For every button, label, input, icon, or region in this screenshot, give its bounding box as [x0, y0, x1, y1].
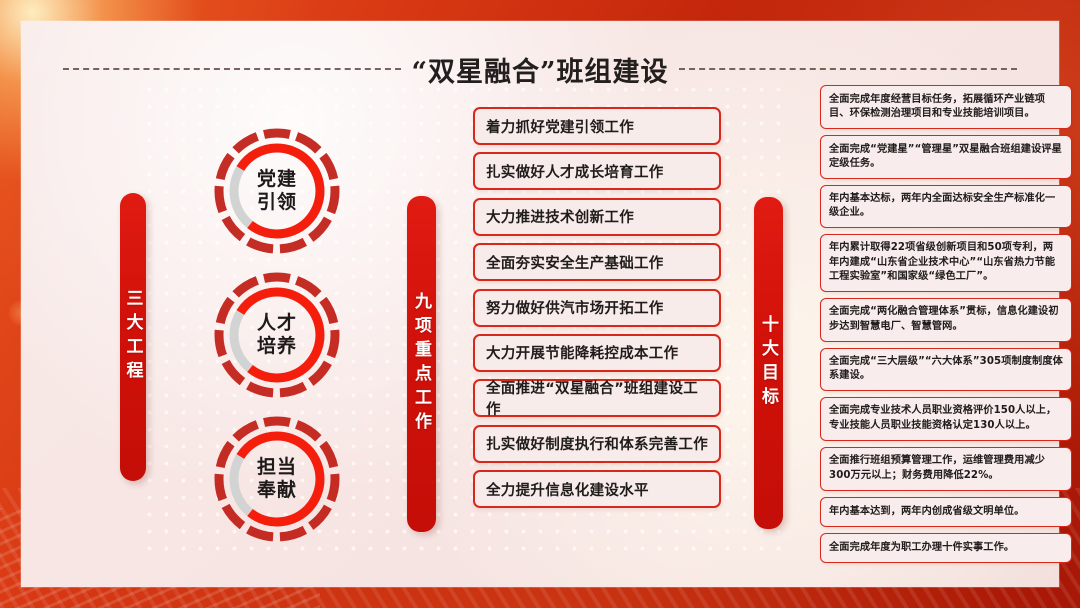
- goal-card[interactable]: 全面完成年度为职工办理十件实事工作。: [820, 532, 1072, 563]
- circle-duty-dedication: 担当 奉献: [213, 415, 341, 543]
- task-label: 全面夯实安全生产基础工作: [486, 255, 664, 272]
- circle-talent-cultivation: 人才 培养: [213, 271, 341, 399]
- goal-card[interactable]: 年内基本达标，两年内全面达标安全生产标准化一级企业。: [820, 185, 1072, 228]
- task-card[interactable]: 大力开展节能降耗控成本工作: [473, 333, 721, 372]
- goal-card[interactable]: 全面完成“三大层级”“六大体系”305项制度制度体系建设。: [820, 347, 1072, 391]
- task-card[interactable]: 全面夯实安全生产基础工作: [473, 243, 721, 282]
- task-card[interactable]: 全面推进“双星融合”班组建设工作: [473, 379, 721, 419]
- circle-duty-dedication-line1: 担当: [256, 456, 297, 479]
- goal-label: 全面完成“两化融合管理体系”贯标，信息化建设初步达到智慧电厂、智慧管网。: [829, 306, 1059, 332]
- circle-talent-cultivation-caption: 人才 培养: [213, 271, 341, 399]
- task-card[interactable]: 努力做好供汽市场开拓工作: [473, 288, 721, 327]
- task-label: 努力做好供汽市场开拓工作: [486, 301, 664, 318]
- goal-label: 全面完成“党建星”“管理星”双星融合班组建设评星定级任务。: [829, 143, 1062, 169]
- goal-label: 年内基本达标，两年内全面达标安全生产标准化一级企业。: [829, 193, 1056, 219]
- goal-label: 全面推行班组预算管理工作，运维管理费用减少300万元以上；财务费用降低22%。: [829, 455, 1046, 481]
- circle-party-leadership-line2: 引领: [256, 190, 297, 213]
- task-card[interactable]: 扎实做好制度执行和体系完善工作: [473, 424, 721, 463]
- circle-duty-dedication-caption: 担当 奉献: [213, 415, 341, 543]
- goal-label: 全面完成年度为职工办理十件实事工作。: [829, 541, 1015, 553]
- header-dash-left: [63, 68, 402, 70]
- task-label: 扎实做好人才成长培育工作: [486, 164, 664, 181]
- goal-card[interactable]: 全面完成“两化融合管理体系”贯标，信息化建设初步达到智慧电厂、智慧管网。: [820, 297, 1072, 342]
- circle-party-leadership-caption: 党建 引领: [213, 127, 341, 255]
- goal-label: 年内累计取得22项省级创新项目和50项专利，两年内建成“山东省企业技术中心”“山…: [829, 242, 1056, 283]
- circle-talent-cultivation-line2: 培养: [256, 334, 297, 357]
- task-label: 扎实做好制度执行和体系完善工作: [486, 437, 708, 454]
- goal-list: 全面完成年度经营目标任务，拓展循环产业链项目、环保检测治理项目和专业技能培训项目…: [820, 85, 1072, 569]
- goal-card[interactable]: 全面完成专业技术人员职业资格评价150人以上，专业技能人员职业技能资格认定130…: [820, 396, 1072, 441]
- column-label-nine-tasks: 九项重点工作: [407, 196, 436, 532]
- circle-party-leadership-ring-icon: [214, 128, 340, 254]
- goal-label: 全面完成“三大层级”“六大体系”305项制度制度体系建设。: [829, 355, 1063, 382]
- task-card[interactable]: 大力推进技术创新工作: [473, 197, 721, 236]
- goal-card[interactable]: 年内累计取得22项省级创新项目和50项专利，两年内建成“山东省企业技术中心”“山…: [820, 233, 1072, 292]
- column-label-three-projects-text: 三大工程: [122, 289, 143, 385]
- circle-party-leadership: 党建 引领: [213, 127, 341, 255]
- header-dash-right: [678, 68, 1017, 70]
- goal-card[interactable]: 年内基本达到，两年内创成省级文明单位。: [820, 496, 1072, 527]
- goal-label: 年内基本达到，两年内创成省级文明单位。: [829, 505, 1025, 517]
- column-label-nine-tasks-text: 九项重点工作: [411, 292, 431, 436]
- circle-party-leadership-line1: 党建: [256, 168, 297, 191]
- task-label: 大力开展节能降耗控成本工作: [486, 346, 679, 363]
- goal-label: 全面完成年度经营目标任务，拓展循环产业链项目、环保检测治理项目和专业技能培训项目…: [829, 93, 1046, 119]
- circle-duty-dedication-ring-icon: [214, 416, 340, 542]
- column-label-ten-goals: 十大目标: [754, 197, 783, 529]
- page-title: “双星融合”班组建设: [411, 56, 669, 88]
- goal-card[interactable]: 全面推行班组预算管理工作，运维管理费用减少300万元以上；财务费用降低22%。: [820, 446, 1072, 491]
- column-label-three-projects: 三大工程: [120, 193, 146, 481]
- task-card[interactable]: 全力提升信息化建设水平: [473, 470, 721, 509]
- circle-duty-dedication-line2: 奉献: [256, 478, 297, 501]
- task-list: 着力抓好党建引领工作 扎实做好人才成长培育工作 大力推进技术创新工作 全面夯实安…: [473, 107, 721, 516]
- task-card[interactable]: 着力抓好党建引领工作: [473, 107, 721, 145]
- circle-talent-cultivation-ring-icon: [214, 272, 340, 398]
- task-label: 全面推进“双星融合”班组建设工作: [486, 381, 699, 419]
- task-label: 着力抓好党建引领工作: [486, 119, 634, 136]
- goal-card[interactable]: 全面完成年度经营目标任务，拓展循环产业链项目、环保检测治理项目和专业技能培训项目…: [820, 85, 1072, 129]
- goal-card[interactable]: 全面完成“党建星”“管理星”双星融合班组建设评星定级任务。: [820, 135, 1072, 179]
- circle-talent-cultivation-line1: 人才: [256, 312, 297, 335]
- column-label-ten-goals-text: 十大目标: [758, 315, 778, 411]
- task-label: 全力提升信息化建设水平: [486, 482, 649, 499]
- page-header: “双星融合”班组建设: [21, 47, 1059, 91]
- task-label: 大力推进技术创新工作: [486, 210, 634, 227]
- goal-label: 全面完成专业技术人员职业资格评价150人以上，专业技能人员职业技能资格认定130…: [829, 405, 1057, 431]
- content-panel: “双星融合”班组建设 三大工程 九项重点工作 十大目标 党建 引领 人才 培养: [21, 21, 1072, 587]
- task-card[interactable]: 扎实做好人才成长培育工作: [473, 152, 721, 191]
